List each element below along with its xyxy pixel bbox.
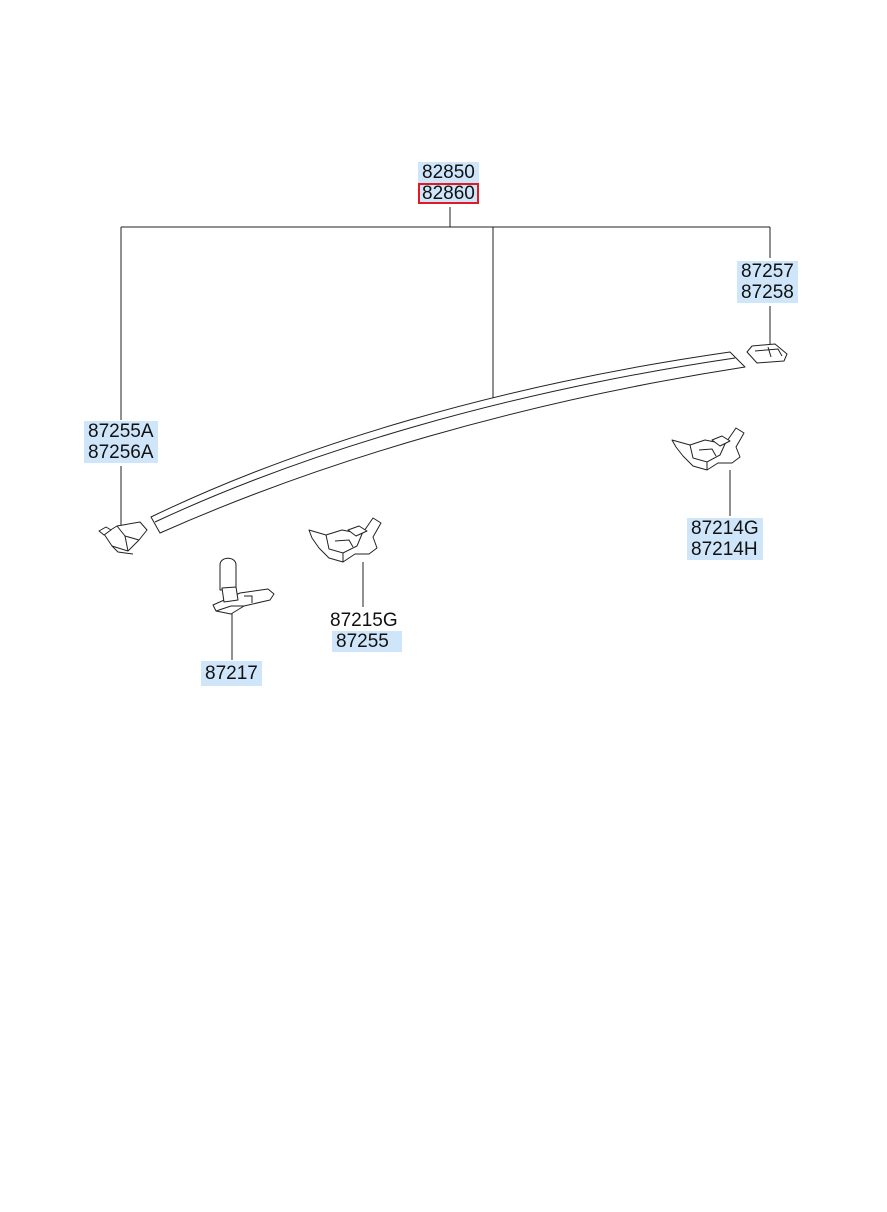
part-number-87256A[interactable]: 87256A — [84, 442, 158, 463]
part-number-87215G[interactable]: 87215G — [330, 610, 398, 631]
callout-clip-right[interactable]: 87214G 87214H — [687, 518, 763, 560]
part-number-87255[interactable]: 87255 — [332, 631, 402, 652]
callout-end-cap-right[interactable]: 87257 87258 — [737, 261, 798, 303]
callout-clip-middle[interactable]: 87215G 87255 — [326, 610, 402, 652]
callout-main-assembly[interactable]: 82850 82860 — [418, 162, 479, 204]
roof-molding-strip[interactable] — [150, 351, 746, 534]
clip-right[interactable] — [671, 427, 745, 471]
part-number-82860-selected[interactable]: 82860 — [418, 183, 479, 204]
leader-lines — [120, 207, 771, 660]
part-number-87258[interactable]: 87258 — [737, 282, 798, 303]
part-number-87214G[interactable]: 87214G — [687, 518, 763, 539]
part-number-87255A[interactable]: 87255A — [84, 421, 158, 442]
part-number-87257[interactable]: 87257 — [737, 261, 798, 282]
part-number-87214H[interactable]: 87214H — [687, 539, 763, 560]
part-number-87217[interactable]: 87217 — [201, 661, 262, 686]
part-number-82850[interactable]: 82850 — [418, 162, 479, 183]
callout-end-cap-left[interactable]: 87255A 87256A — [84, 421, 158, 463]
clip-middle[interactable] — [308, 517, 382, 563]
end-cap-left[interactable] — [98, 521, 148, 555]
end-cap-right[interactable] — [746, 343, 788, 364]
callout-pin-clip[interactable]: 87217 — [201, 661, 262, 686]
pin-clip[interactable] — [212, 557, 275, 615]
